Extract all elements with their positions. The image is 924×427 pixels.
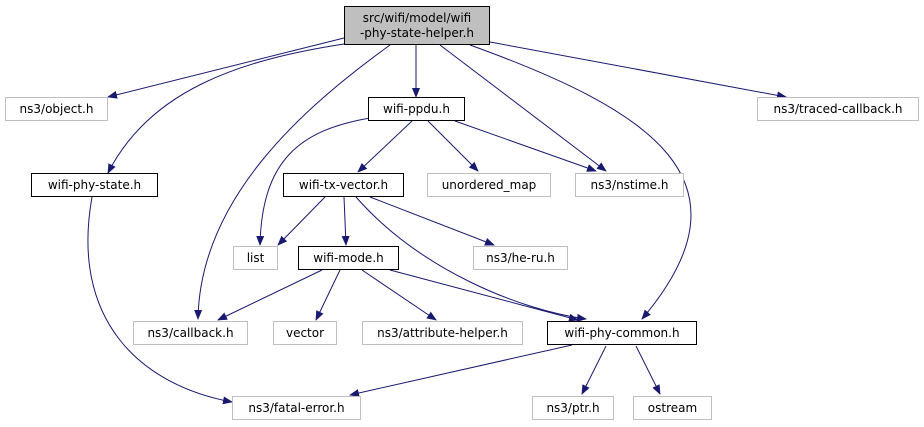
edge-ppdu-tx-vector (357, 120, 413, 173)
edge-phy-state-fatal-error (87, 196, 233, 405)
node-ns3-traced-callback: ns3/traced-callback.h (757, 97, 919, 121)
edge-common-ptr (581, 345, 607, 395)
node-unordered-map: unordered_map (427, 173, 551, 197)
node-ns3-fatal-error: ns3/fatal-error.h (232, 396, 361, 420)
edge-root-wifi-phy-state (107, 43, 345, 174)
edge-ppdu-nstime (454, 120, 597, 172)
node-ns3-ptr: ns3/ptr.h (532, 396, 614, 420)
node-ns3-object: ns3/object.h (5, 97, 108, 121)
node-ns3-he-ru: ns3/he-ru.h (473, 246, 568, 270)
edge-mode-vector (315, 269, 341, 321)
root-label-line1: src/wifi/model/wifi (362, 10, 472, 25)
edge-common-fatal-error (349, 344, 573, 397)
node-wifi-mode[interactable]: wifi-mode.h (298, 246, 399, 270)
node-ostream: ostream (633, 396, 712, 420)
node-root-file: src/wifi/model/wifi -phy-state-helper.h (344, 6, 490, 45)
edge-mode-callback (217, 269, 323, 321)
node-wifi-ppdu[interactable]: wifi-ppdu.h (368, 97, 465, 121)
edge-tx-vector-list (277, 196, 326, 246)
edge-root-traced-callback (489, 41, 787, 100)
node-wifi-tx-vector[interactable]: wifi-tx-vector.h (283, 173, 404, 197)
node-wifi-phy-common[interactable]: wifi-phy-common.h (547, 321, 697, 345)
edge-tx-vector-he-ru (369, 196, 495, 246)
edge-common-ostream (635, 345, 661, 395)
edge-root-object (107, 37, 345, 99)
node-ns3-callback: ns3/callback.h (133, 321, 248, 345)
node-vector: vector (273, 321, 337, 345)
root-label-line2: -phy-state-helper.h (359, 25, 475, 40)
node-wifi-phy-state[interactable]: wifi-phy-state.h (31, 173, 158, 197)
edge-root-nstime (439, 44, 607, 172)
node-ns3-attribute-helper: ns3/attribute-helper.h (362, 321, 523, 345)
edge-mode-wifi-phy-common (389, 269, 579, 322)
edge-root-wifi-phy-common (469, 44, 692, 320)
edge-ppdu-list (256, 117, 371, 246)
node-ns3-nstime: ns3/nstime.h (575, 173, 684, 197)
edge-mode-attribute-helper (361, 269, 437, 321)
edge-tx-vector-wifi-mode (341, 196, 350, 246)
edge-tx-vector-wifi-phy-common (355, 196, 587, 322)
edge-ppdu-unordered-map (427, 120, 479, 172)
edge-root-callback (194, 44, 391, 320)
node-list: list (233, 246, 278, 270)
